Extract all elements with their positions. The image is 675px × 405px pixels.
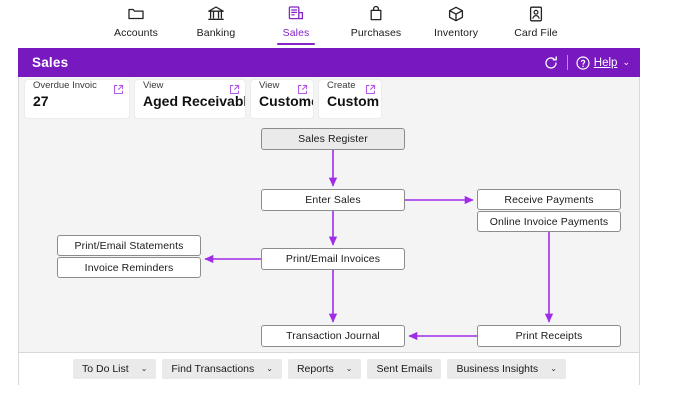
external-link-icon[interactable] [365, 84, 376, 95]
node-print-email-invoices[interactable]: Print/Email Invoices [261, 248, 405, 270]
command-toolbar: To Do List ⌄ Find Transactions ⌄ Reports… [18, 352, 640, 385]
node-label: Receive Payments [504, 193, 594, 206]
card-top-label: Create [327, 80, 356, 91]
toolbar-button-label: Business Insights [456, 363, 539, 375]
external-link-icon[interactable] [113, 84, 124, 95]
card-main-value: 27 [33, 93, 49, 109]
node-print-email-statements[interactable]: Print/Email Statements [57, 235, 201, 256]
card-top-label: View [259, 80, 280, 91]
card-create-customer[interactable]: Create Custom [319, 80, 381, 118]
chevron-down-icon: ⌄ [550, 364, 557, 373]
bank-icon [206, 4, 226, 24]
box-icon [446, 4, 466, 24]
nav-label: Banking [196, 27, 236, 39]
node-label: Online Invoice Payments [489, 215, 609, 228]
nav-label: Card File [514, 27, 558, 39]
nav-item-card-file[interactable]: Card File [496, 0, 576, 48]
chevron-down-icon: ⌄ [345, 364, 353, 373]
contact-card-icon [526, 4, 546, 24]
nav-item-banking[interactable]: Banking [176, 0, 256, 48]
node-transaction-journal[interactable]: Transaction Journal [261, 325, 405, 347]
folder-icon [126, 4, 146, 24]
node-receive-payments[interactable]: Receive Payments [477, 189, 621, 210]
nav-label: Sales [282, 27, 310, 39]
card-top-label: Overdue Invoic [33, 80, 97, 91]
node-label: Enter Sales [305, 194, 361, 206]
nav-item-inventory[interactable]: Inventory [416, 0, 496, 48]
node-online-invoice-payments[interactable]: Online Invoice Payments [477, 211, 621, 232]
workflow-panel: Overdue Invoic 27 View Aged Receivabl [18, 77, 640, 352]
node-invoice-reminders[interactable]: Invoice Reminders [57, 257, 201, 278]
chevron-down-icon: ⌄ [622, 57, 630, 67]
card-view-customers[interactable]: View Custome [251, 80, 313, 118]
nav-label: Purchases [350, 27, 402, 39]
card-main-value: Aged Receivabl [143, 93, 245, 109]
node-enter-sales[interactable]: Enter Sales [261, 189, 405, 211]
nav-item-accounts[interactable]: Accounts [96, 0, 176, 48]
node-print-receipts[interactable]: Print Receipts [477, 325, 621, 347]
chevron-down-icon: ⌄ [266, 364, 273, 373]
header-divider [566, 55, 568, 70]
node-label: Invoice Reminders [84, 261, 174, 274]
toolbar-button-label: Find Transactions [171, 363, 255, 375]
active-tab-indicator [277, 43, 315, 45]
nav-label: Accounts [114, 27, 158, 39]
refresh-icon[interactable] [543, 55, 559, 71]
nav-item-sales[interactable]: Sales [256, 0, 336, 48]
receipt-icon [286, 4, 306, 24]
chevron-down-icon: ⌄ [140, 364, 148, 373]
question-circle-icon [576, 55, 590, 70]
nav-label: Inventory [433, 27, 479, 39]
card-top-label: View [143, 80, 164, 91]
toolbar-button-business-insights[interactable]: Business Insights ⌄ [447, 359, 566, 379]
insight-cards: Overdue Invoic 27 View Aged Receivabl [25, 80, 381, 118]
toolbar-button-label: To Do List [82, 363, 129, 375]
module-nav: Accounts Banking Sales [0, 0, 675, 48]
nav-item-purchases[interactable]: Purchases [336, 0, 416, 48]
card-overdue-invoices[interactable]: Overdue Invoic 27 [25, 80, 129, 118]
toolbar-button-label: Reports [296, 363, 334, 375]
page-title: Sales [32, 55, 69, 70]
workflow-diagram: Sales Register Enter Sales Receive Payme… [19, 77, 639, 352]
help-label: Help [593, 56, 618, 69]
node-label: Print Receipts [515, 330, 583, 342]
shopping-bag-icon [366, 4, 386, 24]
node-sales-register[interactable]: Sales Register [261, 128, 405, 150]
external-link-icon[interactable] [297, 84, 308, 95]
toolbar-button-to-do-list[interactable]: To Do List ⌄ [73, 359, 157, 379]
node-label: Transaction Journal [286, 330, 380, 342]
help-button[interactable]: Help ⌄ [576, 55, 630, 70]
toolbar-button-find-transactions[interactable]: Find Transactions ⌄ [162, 359, 282, 379]
page-header: Sales Help ⌄ [18, 48, 640, 77]
external-link-icon[interactable] [229, 84, 240, 95]
toolbar-button-reports[interactable]: Reports ⌄ [287, 359, 362, 379]
node-label: Sales Register [298, 133, 368, 145]
card-main-value: Custome [259, 93, 313, 109]
header-actions: Help ⌄ [543, 55, 630, 71]
card-aged-receivables[interactable]: View Aged Receivabl [135, 80, 245, 118]
node-label: Print/Email Invoices [285, 253, 381, 265]
node-label: Print/Email Statements [74, 239, 184, 252]
toolbar-button-label: Sent Emails [376, 363, 433, 375]
card-main-value: Custom [327, 93, 380, 109]
toolbar-button-sent-emails[interactable]: Sent Emails [367, 359, 442, 379]
